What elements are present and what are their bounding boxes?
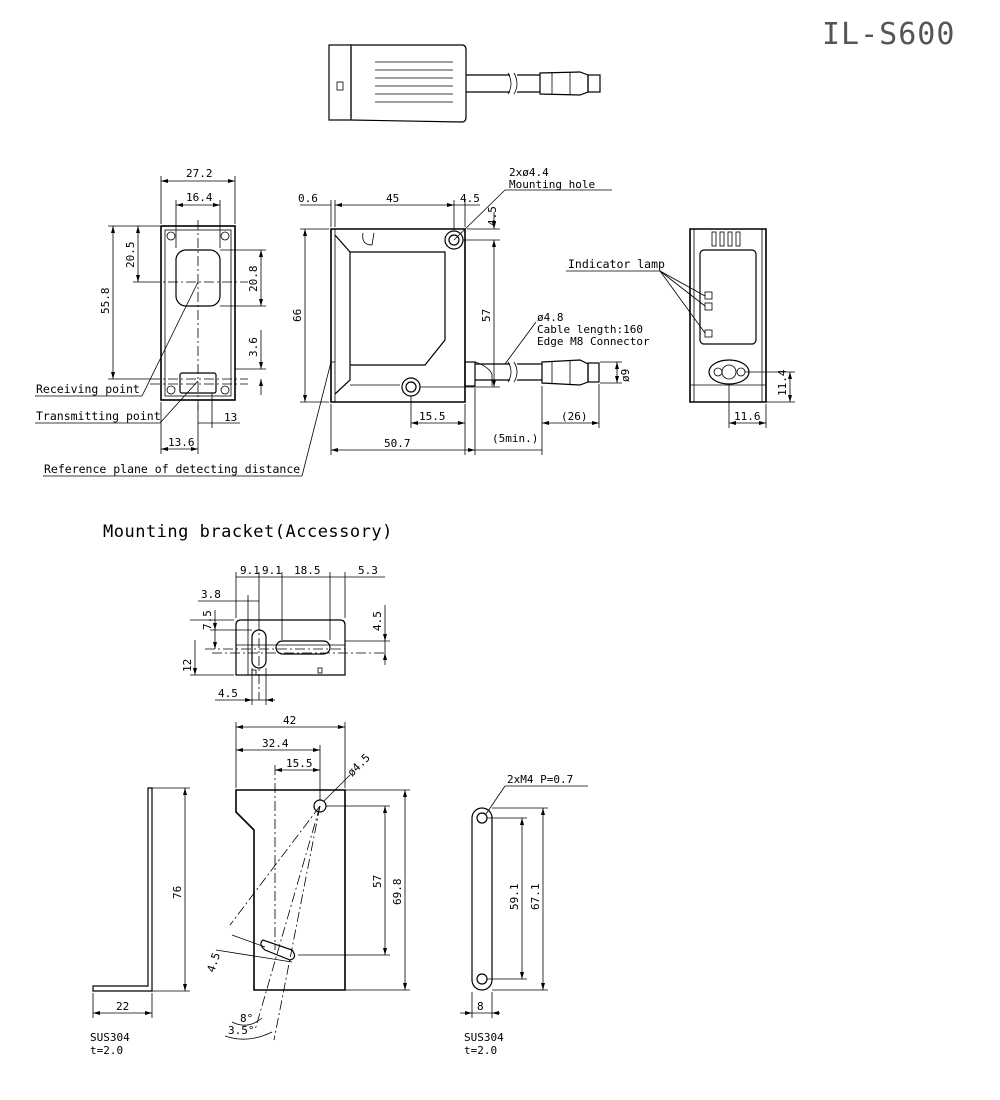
dim-4-5-right: 4.5 — [486, 206, 499, 226]
dim-5-3: 5.3 — [358, 564, 378, 577]
dim-5min: (5min.) — [492, 432, 538, 445]
dim-4-5-top: 4.5 — [460, 192, 480, 205]
dim-3-6: 3.6 — [247, 337, 260, 357]
dim-20-5: 20.5 — [124, 242, 137, 269]
dim-3-8: 3.8 — [201, 588, 221, 601]
side-material: SUS304 — [90, 1031, 130, 1044]
dim-9-1-a: 9.1 — [240, 564, 260, 577]
sensor-side-view — [330, 228, 600, 403]
dim-57: 57 — [480, 309, 493, 322]
dim-4-5-bracket-right: 4.5 — [371, 611, 384, 631]
dim-22: 22 — [116, 1000, 129, 1013]
dim-18-5: 18.5 — [294, 564, 321, 577]
dim-0-6: 0.6 — [298, 192, 318, 205]
dim-4-5-bracket-bottom: 4.5 — [218, 687, 238, 700]
sensor-front-view — [150, 220, 248, 410]
dim-45: 45 — [386, 192, 399, 205]
dim-27-2: 27.2 — [186, 167, 213, 180]
dim-4-5-slot: 4.5 — [204, 951, 223, 974]
dim-57-bracket: 57 — [371, 875, 384, 888]
dim-66: 66 — [291, 309, 304, 322]
bracket-front-view — [215, 789, 346, 1041]
dim-32-4: 32.4 — [262, 737, 289, 750]
dim-50-7: 50.7 — [384, 437, 411, 450]
dim-9: ø9 — [619, 369, 632, 382]
sensor-side-dimensions: 0.6 45 4.5 2xø4.4 Mounting hole 4.5 66 — [291, 166, 650, 455]
bracket-section-title: Mounting bracket(Accessory) — [103, 522, 393, 542]
bracket-plate-dimensions: 2xM4 P=0.7 59.1 67.1 8 SUS304 t=2.0 — [460, 773, 588, 1057]
dim-hole-4-5: ø4.5 — [345, 751, 373, 779]
sensor-front-dimensions: 27.2 16.4 20.5 55.8 20.8 3.6 — [99, 167, 266, 454]
bracket-side-view — [92, 787, 153, 992]
dim-55-8: 55.8 — [99, 288, 112, 315]
sensor-rear-dimensions: Indicator lamp 11.4 11.6 — [566, 257, 795, 428]
angle-8: 8° — [240, 1012, 253, 1025]
dim-26: (26) — [561, 410, 588, 423]
dim-11-6: 11.6 — [734, 410, 761, 423]
bracket-top-view — [205, 619, 385, 700]
dim-11-4: 11.4 — [776, 369, 789, 396]
plate-thickness: t=2.0 — [464, 1044, 497, 1057]
transmitting-point-label: Transmitting point — [36, 409, 161, 423]
indicator-lamp-label: Indicator lamp — [568, 257, 665, 271]
dim-9-1-b: 9.1 — [262, 564, 282, 577]
dim-20-8: 20.8 — [247, 266, 260, 293]
connector-type: Edge M8 Connector — [537, 335, 650, 348]
dim-13-6: 13.6 — [168, 436, 195, 449]
bracket-side-dimensions: 76 22 SUS304 t=2.0 — [90, 787, 190, 1057]
dim-59-1: 59.1 — [508, 884, 521, 911]
bracket-front-dimensions: 42 32.4 15.5 ø4.5 57 69.8 4.5 8° 3.5° — [204, 714, 410, 1040]
dim-69-8: 69.8 — [391, 879, 404, 906]
cable-length: Cable length:160 — [537, 323, 643, 336]
screw-spec: 2xM4 P=0.7 — [507, 773, 573, 786]
mounting-hole-count: 2xø4.4 — [509, 166, 549, 179]
dim-76: 76 — [171, 886, 184, 899]
cable-diameter: ø4.8 — [537, 311, 564, 324]
receiving-point-label: Receiving point — [36, 382, 140, 396]
bracket-plate-view — [471, 807, 493, 991]
dim-42: 42 — [283, 714, 296, 727]
model-title: IL-S600 — [822, 17, 955, 52]
bracket-top-dimensions: 9.1 9.1 18.5 5.3 3.8 7.5 4.5 12 4.5 — [181, 564, 390, 705]
dim-8: 8 — [477, 1000, 484, 1013]
sensor-perspective-view — [328, 44, 601, 123]
dim-13: 13 — [224, 411, 237, 424]
dim-16-4: 16.4 — [186, 191, 213, 204]
dim-15-5: 15.5 — [419, 410, 446, 423]
sensor-rear-view — [689, 228, 767, 403]
plate-material: SUS304 — [464, 1031, 504, 1044]
dim-12: 12 — [181, 659, 194, 672]
reference-plane-label: Reference plane of detecting distance — [44, 462, 300, 476]
angle-3-5: 3.5° — [228, 1024, 255, 1037]
mounting-hole-label: Mounting hole — [509, 178, 595, 191]
sensor-front-callouts: Receiving point Transmitting point Refer… — [35, 281, 332, 477]
dim-15-5-bracket: 15.5 — [286, 757, 313, 770]
dim-67-1: 67.1 — [529, 884, 542, 911]
side-thickness: t=2.0 — [90, 1044, 123, 1057]
